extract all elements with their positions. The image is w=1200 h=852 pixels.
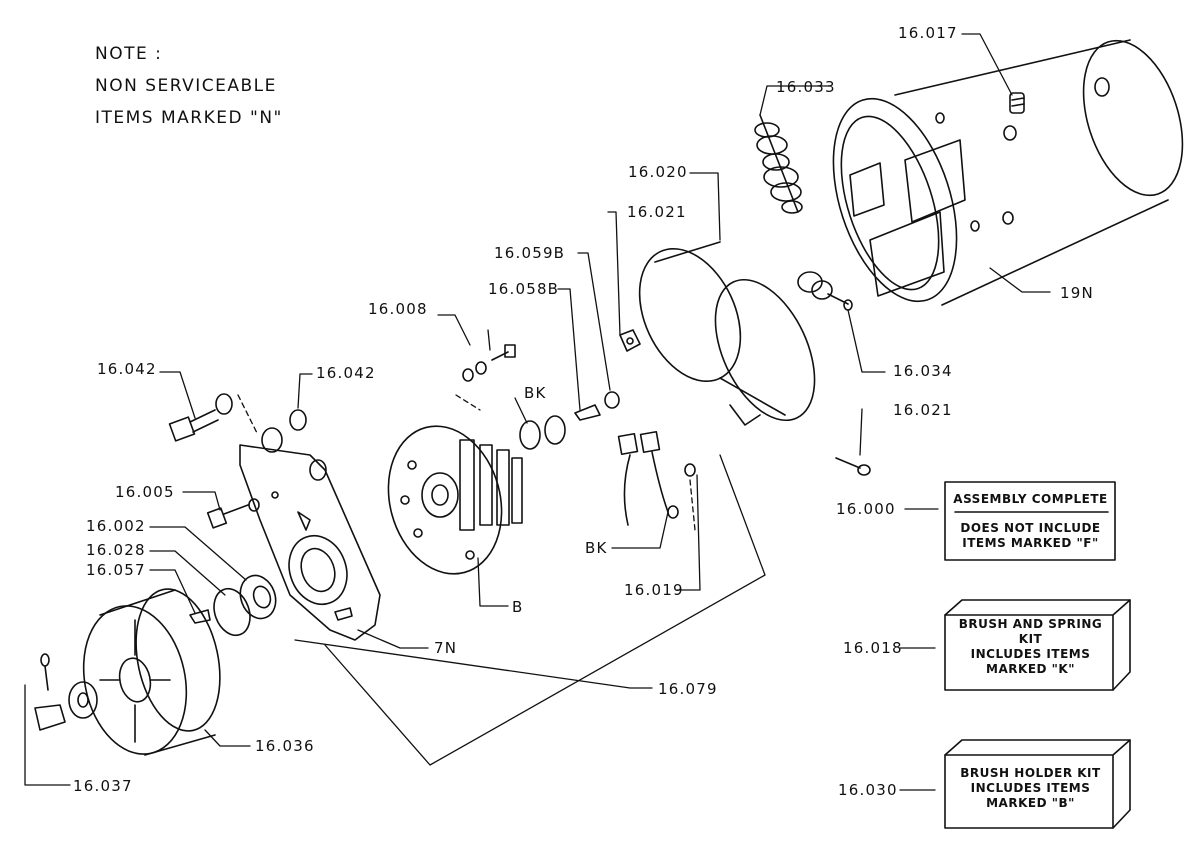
note-block: NOTE : NON SERVICEABLE ITEMS MARKED "N" bbox=[95, 38, 283, 134]
label-16-042-left: 16.042 bbox=[97, 360, 157, 378]
screw-16-017 bbox=[1003, 92, 1025, 141]
label-16-036: 16.036 bbox=[255, 737, 315, 755]
springs-bk bbox=[519, 415, 566, 450]
label-16-005: 16.005 bbox=[115, 483, 175, 501]
label-16-042-right: 16.042 bbox=[316, 364, 376, 382]
ring-16-028 bbox=[213, 587, 251, 637]
label-16-008: 16.008 bbox=[368, 300, 428, 318]
label-16-028: 16.028 bbox=[86, 541, 146, 559]
bolt-16-021 bbox=[835, 457, 871, 476]
label-16-034: 16.034 bbox=[893, 362, 953, 380]
brush-holder-kit-box bbox=[944, 739, 1131, 829]
screw-16-005 bbox=[206, 491, 279, 529]
label-19n: 19N bbox=[1060, 284, 1094, 302]
terminal-stud-16-033 bbox=[754, 114, 803, 214]
label-16-057: 16.057 bbox=[86, 561, 146, 579]
terminal-16-034 bbox=[797, 271, 853, 311]
assembly-complete-line-2: DOES NOT INCLUDE bbox=[960, 521, 1101, 535]
nut-16-021 bbox=[619, 329, 641, 352]
brush-spring-kit-line-4: MARKED "K" bbox=[986, 662, 1075, 676]
end-bracket-7n bbox=[239, 427, 381, 641]
label-b: B bbox=[512, 598, 524, 616]
bolt-16-042 bbox=[168, 393, 233, 442]
label-16-059b: 16.059B bbox=[494, 244, 566, 262]
label-16-033: 16.033 bbox=[776, 78, 836, 96]
label-16-079: 16.079 bbox=[658, 680, 718, 698]
brush-holder-kit-line-3: MARKED "B" bbox=[986, 796, 1075, 810]
label-16-002: 16.002 bbox=[86, 517, 146, 535]
assembly-complete-line-3: ITEMS MARKED "F" bbox=[962, 536, 1099, 550]
brush-spring-kit-line-2: KIT bbox=[1018, 632, 1043, 646]
label-16-000: 16.000 bbox=[836, 500, 896, 518]
assembly-complete-box bbox=[944, 481, 1116, 561]
label-16-020: 16.020 bbox=[628, 163, 688, 181]
field-band-16-020 bbox=[638, 241, 816, 426]
label-16-021-right: 16.021 bbox=[893, 401, 953, 419]
label-bk-top: BK bbox=[524, 384, 547, 402]
brush-spring-kit-title: BRUSH AND SPRING bbox=[958, 617, 1103, 631]
brush-spring-kit-line-3: INCLUDES ITEMS bbox=[970, 647, 1091, 661]
washer-16-042 bbox=[289, 409, 307, 431]
label-16-017: 16.017 bbox=[898, 24, 958, 42]
washer-16-059b bbox=[604, 391, 620, 409]
pulley-16-036 bbox=[82, 588, 221, 756]
note-line-2: NON SERVICEABLE bbox=[95, 76, 277, 96]
nut-16-037 bbox=[34, 653, 98, 731]
assembly-complete-title: ASSEMBLY COMPLETE bbox=[953, 492, 1108, 506]
brushes-bk bbox=[617, 430, 696, 526]
bearing-16-002 bbox=[239, 574, 277, 620]
label-16-058b: 16.058B bbox=[488, 280, 560, 298]
key-16-057 bbox=[189, 609, 211, 624]
leader-lines bbox=[24, 33, 1051, 791]
label-7n: 7N bbox=[434, 639, 458, 657]
motor-frame-housing bbox=[832, 39, 1184, 306]
note-title: NOTE : bbox=[95, 44, 163, 64]
label-16-030: 16.030 bbox=[838, 781, 898, 799]
label-16-018: 16.018 bbox=[843, 639, 903, 657]
label-16-019: 16.019 bbox=[624, 581, 684, 599]
brush-spring-kit-box bbox=[944, 599, 1131, 691]
clip-16-058b bbox=[574, 404, 601, 421]
screws-16-008 bbox=[462, 344, 516, 382]
label-16-037: 16.037 bbox=[73, 777, 133, 795]
note-line-3: ITEMS MARKED "N" bbox=[95, 108, 283, 128]
brush-holder-kit-line-2: INCLUDES ITEMS bbox=[970, 781, 1091, 795]
brush-holder-kit-title: BRUSH HOLDER KIT bbox=[960, 766, 1101, 780]
label-bk-bottom: BK bbox=[585, 539, 608, 557]
brush-holder-assembly bbox=[387, 425, 523, 575]
label-16-021-top: 16.021 bbox=[627, 203, 687, 221]
